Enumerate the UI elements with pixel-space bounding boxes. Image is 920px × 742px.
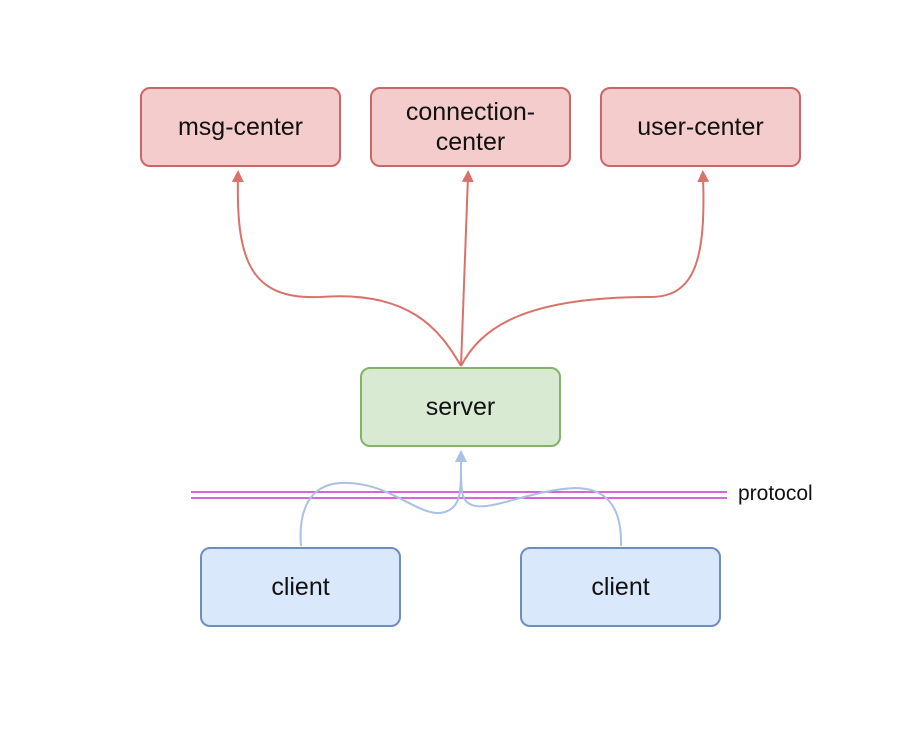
edge-client-left-to-server	[299, 450, 468, 547]
user-center-node[interactable]: user-center	[600, 87, 801, 167]
user-center-label: user-center	[637, 112, 764, 141]
msg-center-label: msg-center	[177, 112, 304, 141]
edge-server-to-msg-center	[231, 170, 462, 367]
client-node-left[interactable]: client	[200, 547, 401, 627]
connection-center-label-line-1: connection-	[405, 98, 536, 126]
connection-center-label: connection- center	[406, 97, 535, 157]
server-node[interactable]: server	[360, 367, 561, 447]
edge-server-to-connection-center	[460, 170, 474, 367]
client-left-label: client	[271, 572, 330, 601]
edge-client-right-to-server	[454, 450, 623, 547]
client-right-label: client	[591, 572, 650, 601]
protocol-label: protocol	[738, 482, 813, 505]
msg-center-node[interactable]: msg-center	[140, 87, 341, 167]
connection-center-node[interactable]: connection- center	[370, 87, 571, 167]
server-label: server	[425, 392, 496, 421]
client-node-right[interactable]: client	[520, 547, 721, 627]
connection-center-label-line-2: center	[435, 128, 506, 156]
edge-server-to-user-center	[460, 170, 710, 367]
